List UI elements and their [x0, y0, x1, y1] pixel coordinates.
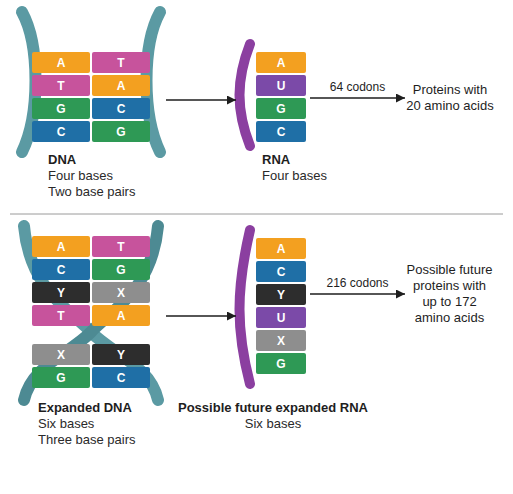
base-cell: G [256, 353, 306, 374]
base-letter: G [116, 263, 125, 277]
figure-title: Expanded DNA [38, 400, 132, 416]
base-cell: A [32, 236, 90, 257]
edge-label: 216 codons [326, 276, 388, 290]
base-cell: T [32, 75, 90, 96]
base-letter: C [277, 125, 286, 139]
base-letter: G [116, 125, 125, 139]
base-cell: X [32, 344, 90, 365]
base-cell: G [32, 98, 90, 119]
figure-title: RNA [262, 152, 290, 168]
base-cell: Y [92, 344, 150, 365]
base-cell: G [32, 367, 90, 388]
figure-title: Possible future expanded RNA [178, 400, 368, 416]
protein-result: Proteins with 20 amino acids [405, 82, 495, 114]
base-cell: A [256, 238, 306, 259]
base-cell: T [32, 305, 90, 326]
expanded-rna-figure: Possible future expanded RNASix basesACY… [236, 226, 310, 386]
base-letter: A [57, 56, 66, 70]
base-cell: A [92, 75, 150, 96]
figure-caption: Six bases Three base pairs [38, 416, 142, 448]
figure-caption: Six bases [245, 416, 301, 432]
base-letter: G [56, 371, 65, 385]
result-text: Possible future proteins with up to 172 … [405, 262, 494, 326]
base-cell: A [32, 52, 90, 73]
base-letter: Y [117, 348, 125, 362]
base-cell: A [256, 52, 306, 73]
flow-arrow [166, 99, 236, 101]
base-letter: T [57, 309, 64, 323]
result-text: Proteins with 20 amino acids [405, 82, 495, 114]
figure-caption: Four bases Two base pairs [48, 168, 152, 200]
rna-backbone [240, 230, 251, 384]
base-cell: C [32, 259, 90, 280]
base-letter: C [117, 102, 126, 116]
base-cell: C [92, 98, 150, 119]
flow-arrow [166, 315, 236, 317]
base-letter: A [117, 309, 126, 323]
base-cell: U [256, 75, 306, 96]
figure-title: DNA [48, 152, 76, 168]
base-cell: G [92, 259, 150, 280]
base-letter: A [277, 242, 286, 256]
base-letter: X [117, 286, 125, 300]
base-letter: C [57, 263, 66, 277]
rna-backbone [240, 44, 251, 146]
base-letter: T [117, 240, 124, 254]
base-cell: C [32, 121, 90, 142]
base-cell: T [92, 236, 150, 257]
base-cell: A [92, 305, 150, 326]
base-cell: U [256, 307, 306, 328]
base-letter: C [117, 371, 126, 385]
flow-arrow [310, 293, 405, 295]
base-letter: Y [277, 288, 285, 302]
section-divider [10, 214, 503, 215]
expanded-dna-figure: Expanded DNASix bases Three base pairsAT… [14, 226, 166, 398]
figure-caption: Four bases [262, 168, 327, 184]
base-letter: A [277, 56, 286, 70]
base-letter: U [277, 79, 286, 93]
base-cell: X [256, 330, 306, 351]
base-cell: Y [32, 282, 90, 303]
base-cell: G [92, 121, 150, 142]
dna-figure: DNAFour bases Two base pairsATTAGCCG [14, 42, 166, 146]
base-letter: T [117, 56, 124, 70]
base-letter: C [57, 125, 66, 139]
edge-label: 64 codons [330, 80, 385, 94]
base-letter: X [57, 348, 65, 362]
base-letter: U [277, 311, 286, 325]
base-cell: C [256, 121, 306, 142]
dna-backbone [24, 226, 158, 400]
base-cell: T [92, 52, 150, 73]
base-letter: G [56, 102, 65, 116]
base-letter: G [276, 357, 285, 371]
base-cell: C [92, 367, 150, 388]
dna-backbone [24, 226, 158, 400]
rna-figure: RNAFour basesAUGC [236, 42, 310, 146]
protein-result: Possible future proteins with up to 172 … [405, 262, 494, 326]
base-cell: X [92, 282, 150, 303]
base-letter: T [57, 79, 64, 93]
base-cell: Y [256, 284, 306, 305]
base-letter: G [276, 102, 285, 116]
base-letter: Y [57, 286, 65, 300]
flow-arrow [310, 97, 405, 99]
base-letter: X [277, 334, 285, 348]
base-letter: C [277, 265, 286, 279]
base-letter: A [117, 79, 126, 93]
base-cell: G [256, 98, 306, 119]
base-cell: C [256, 261, 306, 282]
base-letter: A [57, 240, 66, 254]
